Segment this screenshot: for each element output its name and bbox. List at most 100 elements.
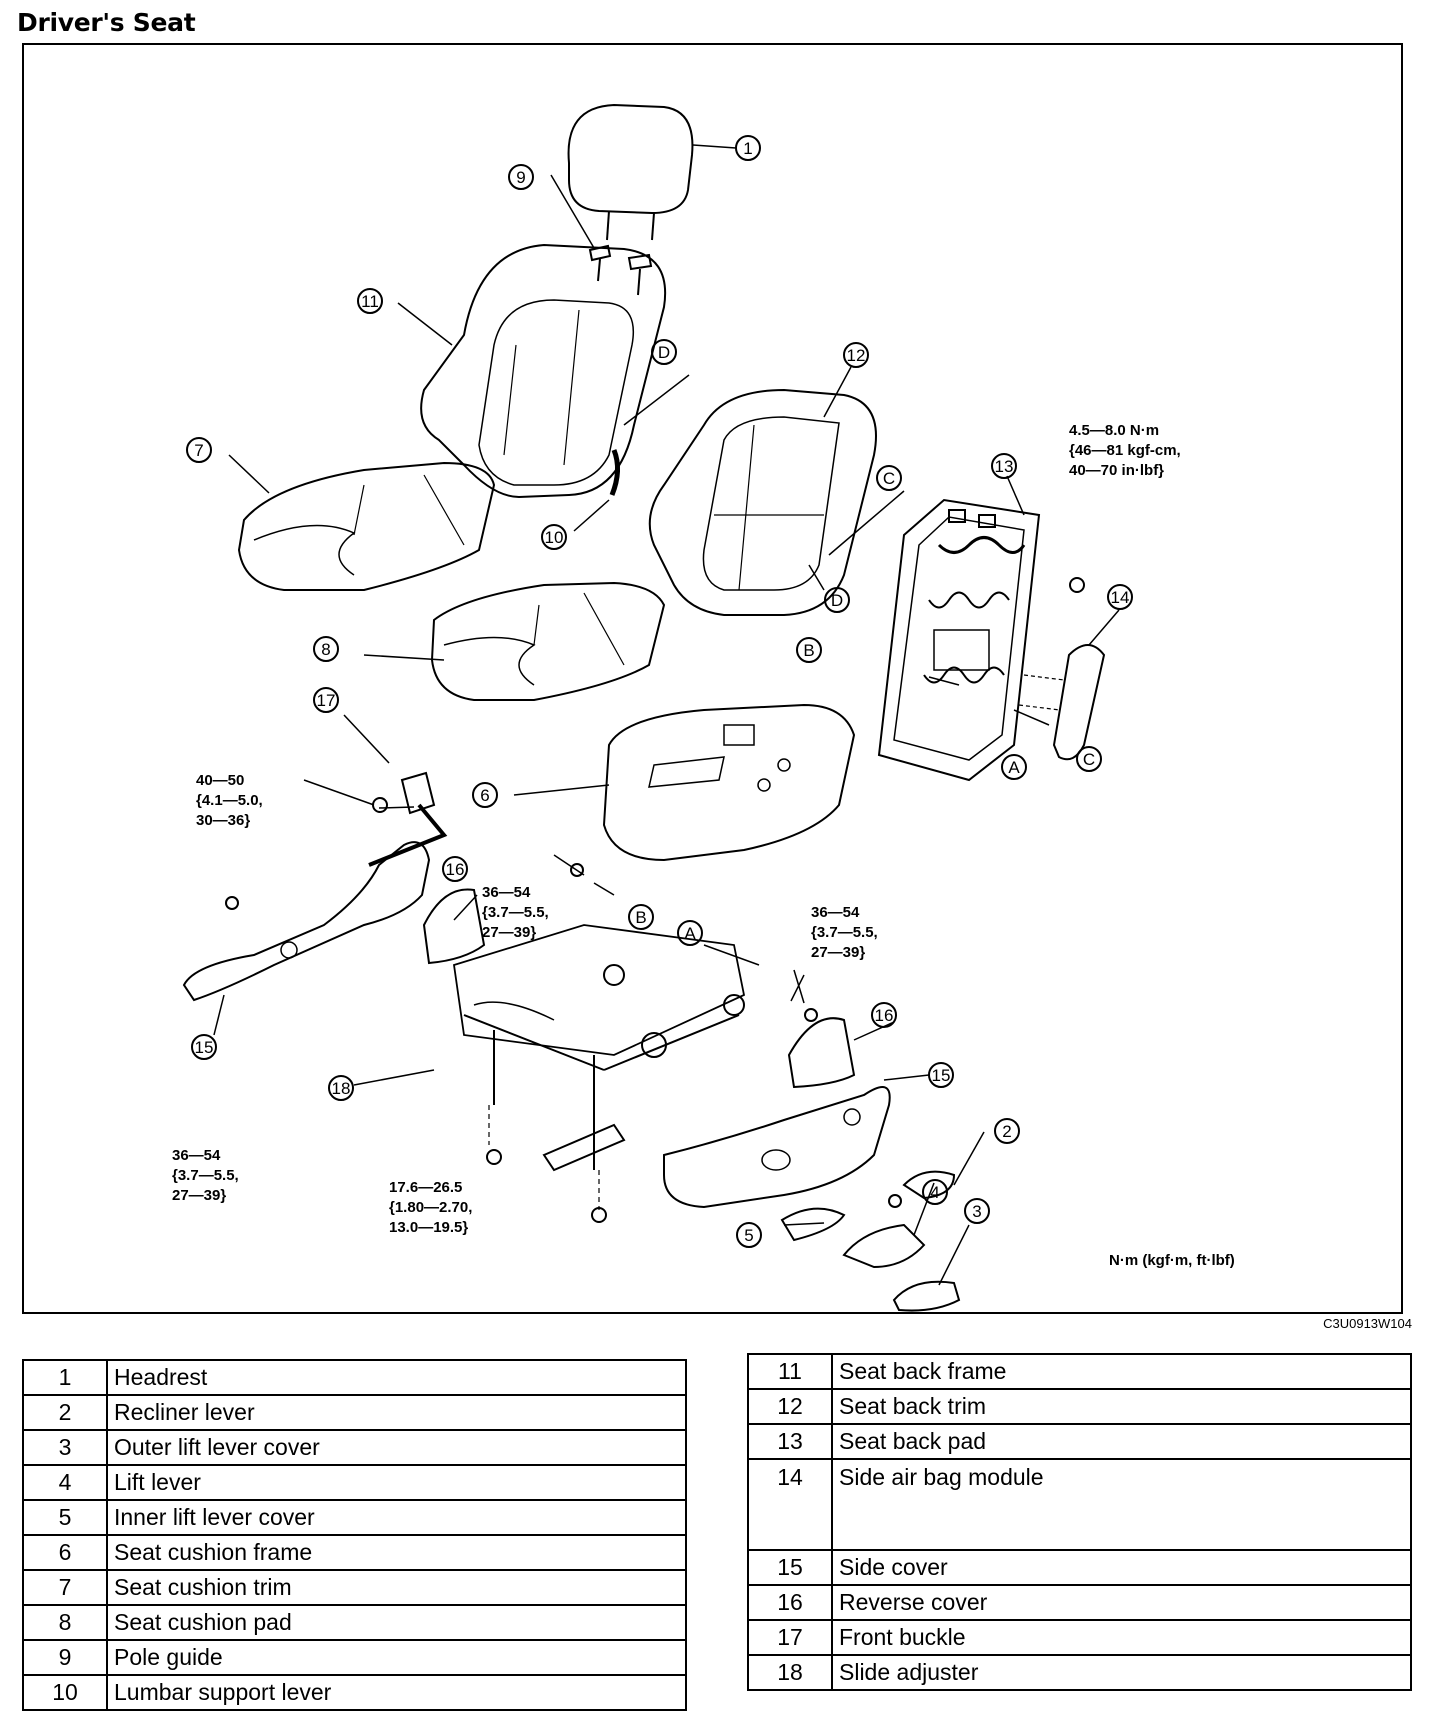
ref-b-bottom: B xyxy=(628,904,654,930)
part-seat-back-frame xyxy=(420,243,667,499)
part-recliner-lever xyxy=(902,1170,956,1200)
callout-17: 17 xyxy=(313,687,339,713)
torque-cushion-front-line3: 27—39} xyxy=(482,924,536,941)
legend-part-name: Pole guide xyxy=(106,1639,687,1676)
callout-1: 1 xyxy=(735,135,761,161)
svg-text:B: B xyxy=(635,908,646,927)
legend-part-name: Seat cushion pad xyxy=(106,1604,687,1641)
page-title: Driver's Seat xyxy=(17,8,196,37)
torque-buckle-line2: {4.1—5.0, xyxy=(196,792,263,809)
legend-part-number: 15 xyxy=(747,1549,833,1586)
legend-part-name: Outer lift lever cover xyxy=(106,1429,687,1466)
svg-text:12: 12 xyxy=(847,346,866,365)
svg-text:C: C xyxy=(883,469,895,488)
part-seat-cushion-pad xyxy=(430,581,666,701)
part-front-buckle xyxy=(368,771,448,867)
ref-a-top: A xyxy=(1001,754,1027,780)
part-seat-cushion-frame xyxy=(602,703,856,862)
svg-text:D: D xyxy=(831,591,843,610)
legend-part-number: 9 xyxy=(22,1639,108,1676)
units-note: N·m (kgf·m, ft·lbf) xyxy=(1109,1252,1235,1269)
callout-6: 6 xyxy=(472,782,498,808)
legend-part-number: 6 xyxy=(22,1534,108,1571)
callout-4: 4 xyxy=(922,1179,948,1205)
svg-text:2: 2 xyxy=(1002,1122,1011,1141)
legend-part-name: Seat back pad xyxy=(831,1423,1412,1460)
seat-diagram-svg: 1 2 3 4 5 6 7 8 9 10 11 12 13 14 15 15 1… xyxy=(172,103,1235,1312)
callout-8: 8 xyxy=(313,636,339,662)
svg-text:A: A xyxy=(684,924,696,943)
torque-airbag-line2: {46—81 kgf-cm, xyxy=(1069,442,1181,459)
svg-text:A: A xyxy=(1008,758,1020,777)
svg-text:6: 6 xyxy=(480,786,489,805)
callouts: 1 2 3 4 5 6 7 8 9 10 11 12 13 14 15 15 1… xyxy=(186,135,1133,1248)
callout-14: 14 xyxy=(1107,584,1133,610)
callout-11: 11 xyxy=(357,288,383,314)
ref-c-top: C xyxy=(876,465,902,491)
ref-callouts: A A B B C C D D xyxy=(628,339,1102,946)
svg-text:16: 16 xyxy=(875,1006,894,1025)
svg-text:7: 7 xyxy=(194,441,203,460)
svg-text:3: 3 xyxy=(972,1202,981,1221)
svg-text:15: 15 xyxy=(195,1038,214,1057)
callout-18: 18 xyxy=(328,1075,354,1101)
legend-part-number: 10 xyxy=(22,1674,108,1711)
callout-9: 9 xyxy=(508,164,534,190)
legend-part-name: Headrest xyxy=(106,1359,687,1396)
exploded-diagram: 1 2 3 4 5 6 7 8 9 10 11 12 13 14 15 15 1… xyxy=(22,43,1403,1314)
svg-text:B: B xyxy=(803,641,814,660)
legend-part-name: Inner lift lever cover xyxy=(106,1499,687,1536)
legend-part-number: 5 xyxy=(22,1499,108,1536)
part-reverse-cover-right xyxy=(787,1017,856,1089)
callout-15-right: 15 xyxy=(928,1062,954,1088)
part-inner-lift-lever-cover xyxy=(780,1207,846,1242)
legend-part-name: Recliner lever xyxy=(106,1394,687,1431)
legend-part-number: 2 xyxy=(22,1394,108,1431)
legend-part-name: Side cover xyxy=(831,1549,1412,1586)
svg-text:10: 10 xyxy=(545,528,564,547)
legend-part-number: 17 xyxy=(747,1619,833,1656)
svg-text:C: C xyxy=(1083,750,1095,769)
part-side-cover-left xyxy=(182,841,431,1002)
legend-part-number: 12 xyxy=(747,1388,833,1425)
screw-recliner xyxy=(888,1194,902,1208)
legend-part-name: Seat cushion frame xyxy=(106,1534,687,1571)
legend-part-number: 7 xyxy=(22,1569,108,1606)
torque-cushion-front-line2: {3.7—5.5, xyxy=(482,904,549,921)
callout-16-left: 16 xyxy=(442,856,468,882)
legend-part-name: Seat back trim xyxy=(831,1388,1412,1425)
svg-text:15: 15 xyxy=(932,1066,951,1085)
callout-7: 7 xyxy=(186,437,212,463)
torque-rail-center-line3: 13.0—19.5} xyxy=(389,1219,468,1236)
svg-text:1: 1 xyxy=(743,139,752,158)
legend-part-number: 11 xyxy=(747,1353,833,1390)
callout-12: 12 xyxy=(843,342,869,368)
callout-10: 10 xyxy=(541,524,567,550)
torque-rail-center-line1: 17.6—26.5 xyxy=(389,1179,462,1196)
callout-13: 13 xyxy=(991,453,1017,479)
part-reverse-cover-left xyxy=(422,888,486,965)
part-lift-lever xyxy=(842,1223,926,1269)
part-seat-back-trim xyxy=(648,388,877,616)
part-lumbar-lever xyxy=(609,449,620,496)
torque-airbag-line3: 40—70 in·lbf} xyxy=(1069,462,1164,479)
legend-part-name: Lumbar support lever xyxy=(106,1674,687,1711)
svg-text:11: 11 xyxy=(361,292,379,311)
legend-part-name: Slide adjuster xyxy=(831,1654,1412,1691)
svg-text:9: 9 xyxy=(516,168,525,187)
